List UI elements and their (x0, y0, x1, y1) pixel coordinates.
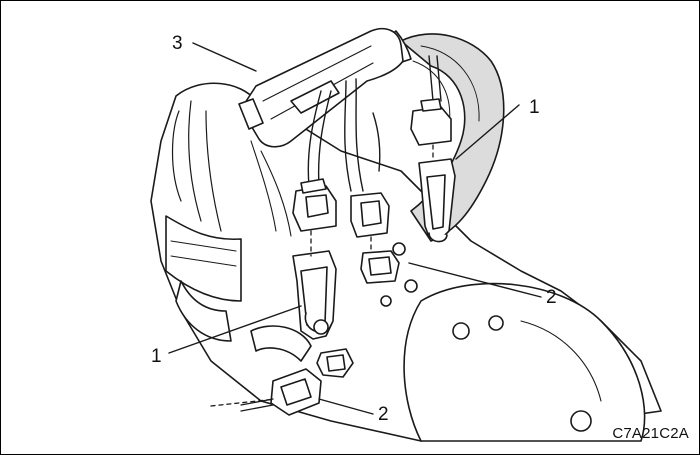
connector-upper-left (292, 178, 337, 232)
callout-1-upper: 1 (529, 97, 540, 118)
alignment-dashes (210, 144, 434, 407)
injector-left (292, 250, 337, 340)
pulley-bracket (380, 279, 646, 442)
connector-upper-middle (350, 192, 390, 238)
callout-1-lower: 1 (151, 346, 162, 367)
injector-right (418, 158, 456, 243)
harness-rail (238, 27, 404, 148)
connector-upper-right (410, 98, 452, 146)
leader-lines (168, 42, 542, 415)
wiring-harness (307, 55, 442, 192)
sensor-connector-middle (360, 242, 406, 284)
pigtail-connector (240, 368, 322, 416)
callout-3: 3 (172, 33, 183, 54)
lower-sensor (316, 348, 354, 378)
callout-2-middle: 2 (546, 287, 557, 308)
figure-code: C7A21C2A (612, 425, 689, 442)
callout-2-bottom: 2 (378, 404, 389, 425)
lower-hose (250, 325, 312, 362)
